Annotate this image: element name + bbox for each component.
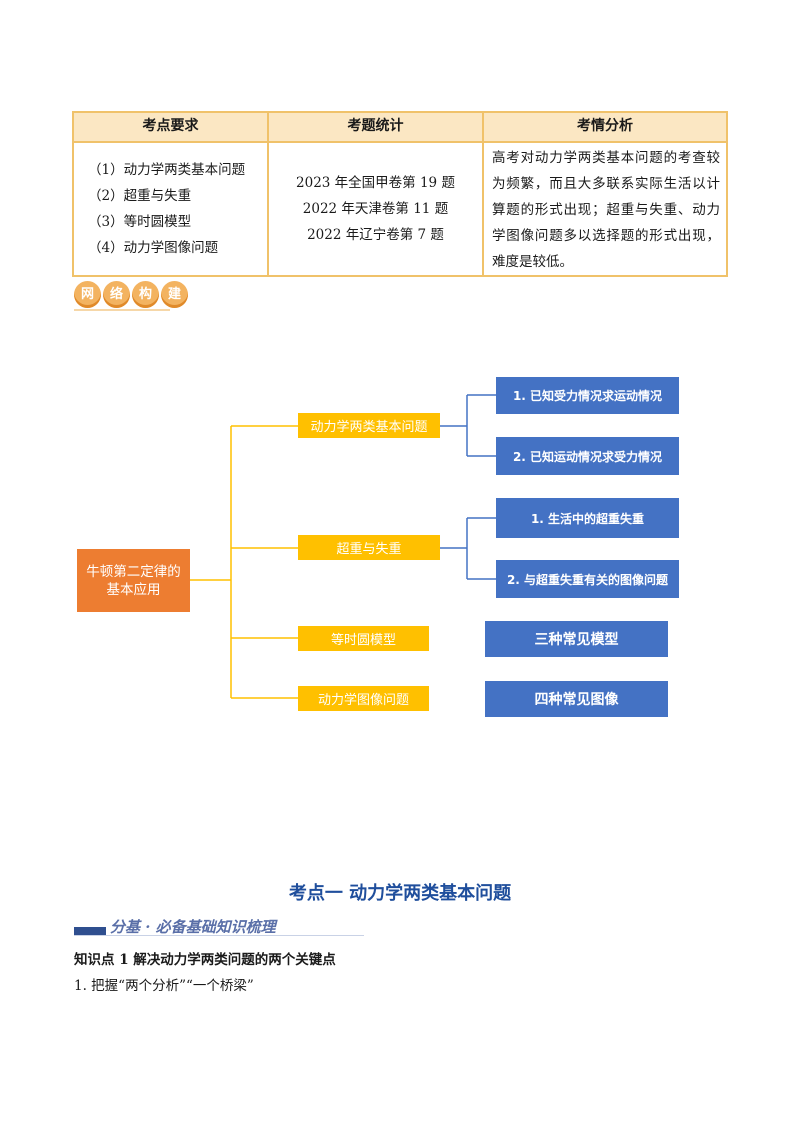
mindmap-root: 牛顿第二定律的基本应用 [77, 549, 190, 612]
network-construction-badge: 网 络 构 建 [74, 281, 188, 309]
banner-bar [74, 927, 106, 935]
analysis-cell: 高考对动力学两类基本问题的考查较为频繁，而且大多联系实际生活以计算题的形式出现；… [482, 143, 726, 275]
branch-isochronous-circle: 等时圆模型 [298, 626, 429, 651]
leaf-overweight-graph: 2. 与超重失重有关的图像问题 [496, 560, 679, 598]
statistics-cell: 2023 年全国甲卷第 19 题 2022 年天津卷第 11 题 2022 年辽… [267, 143, 482, 275]
leaf-four-graphs: 四种常见图像 [485, 681, 668, 717]
leaf-motion-to-force: 2. 已知运动情况求受力情况 [496, 437, 679, 475]
stat-item: 2022 年天津卷第 11 题 [302, 201, 449, 217]
section-banner: 分基 · 必备基础知识梳理 [74, 914, 364, 938]
requirement-item: （1）动力学两类基本问题 [88, 162, 246, 178]
stat-item: 2022 年辽宁卷第 7 题 [307, 227, 444, 243]
table-header-requirements: 考点要求 [74, 113, 267, 143]
requirement-item: （4）动力学图像问题 [88, 240, 219, 256]
table-header-statistics: 考题统计 [267, 113, 482, 143]
section-title: 考点一 动力学两类基本问题 [288, 883, 512, 904]
leaf-force-to-motion: 1. 已知受力情况求运动情况 [496, 377, 679, 414]
summary-table: 考点要求 考题统计 考情分析 （1）动力学两类基本问题 （2）超重与失重 （3）… [72, 111, 728, 277]
leaf-life-overweight: 1. 生活中的超重失重 [496, 498, 679, 538]
badge-underline [74, 309, 170, 311]
stat-item: 2023 年全国甲卷第 19 题 [296, 175, 455, 191]
paragraph: 1. 把握“两个分析”“一个桥梁” [74, 978, 254, 994]
branch-dynamics-graph: 动力学图像问题 [298, 686, 429, 711]
branch-overweight-weightless: 超重与失重 [298, 535, 440, 560]
badge-char: 构 [132, 281, 159, 308]
badge-char: 络 [103, 281, 130, 308]
banner-text: 分基 · 必备基础知识梳理 [110, 918, 276, 936]
branch-dynamics-basic: 动力学两类基本问题 [298, 413, 440, 438]
requirement-item: （2）超重与失重 [88, 188, 192, 204]
requirements-cell: （1）动力学两类基本问题 （2）超重与失重 （3）等时圆模型 （4）动力学图像问… [74, 143, 267, 275]
knowledge-point-heading: 知识点 1 解决动力学两类问题的两个关键点 [74, 952, 336, 968]
leaf-three-models: 三种常见模型 [485, 621, 668, 657]
requirement-item: （3）等时圆模型 [88, 214, 192, 230]
table-header-analysis: 考情分析 [482, 113, 726, 143]
banner-underline [74, 935, 364, 936]
badge-char: 网 [74, 281, 101, 308]
badge-char: 建 [161, 281, 188, 308]
